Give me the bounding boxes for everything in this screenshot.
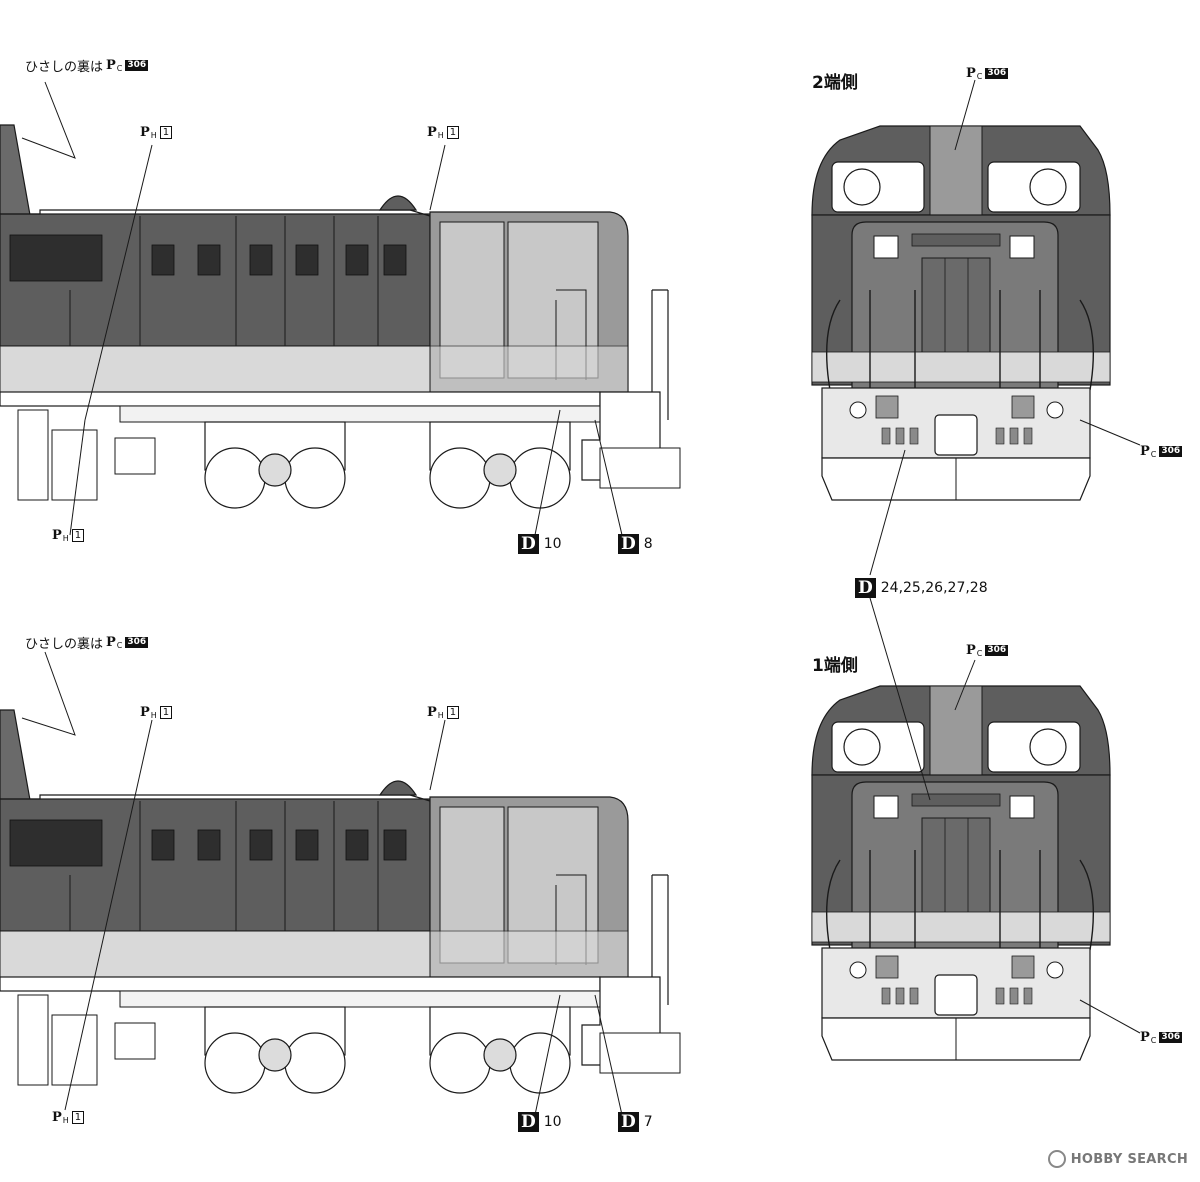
locomotive-side-view-top: [0, 124, 681, 509]
side-view-2end: [0, 124, 681, 509]
watermark: HOBBY SEARCH: [1047, 1150, 1188, 1168]
watermark-text: HOBBY SEARCH: [1070, 1151, 1188, 1167]
end2-title: 2端側: [812, 73, 858, 93]
side-view-1end: [0, 709, 681, 1094]
hisashi-note-text: ひさしの裏は: [25, 637, 104, 652]
locomotive-side-view-bottom: [0, 709, 681, 1094]
hisashi-note-text: ひさしの裏は: [25, 60, 104, 75]
front-view-2end: [811, 125, 1111, 501]
locomotive-front-view-1end: [811, 685, 1111, 1061]
front-view-1end: [811, 685, 1111, 1061]
hobbysearch-logo-icon: [1047, 1150, 1066, 1168]
end1-title: 1端側: [812, 656, 858, 676]
leader-lines: [21, 79, 1141, 1116]
locomotive-front-view-2end: [811, 125, 1111, 501]
